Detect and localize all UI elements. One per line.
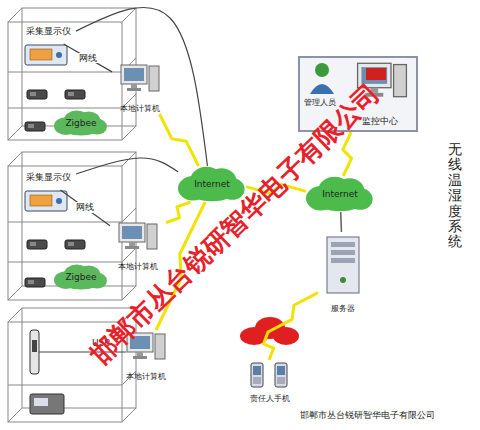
cable-link [76, 7, 207, 166]
watermark: 邯郸市丛台锐研智华电子有限公司 [84, 78, 386, 371]
cabinet-front [8, 22, 122, 140]
phone-group: 责任人手机 [236, 360, 304, 404]
person-body [310, 84, 334, 94]
node-label: 采集显示仪 [26, 172, 71, 183]
phone-icon [275, 363, 287, 387]
node-label: 采集显示仪 [26, 26, 71, 37]
cabinet-edge [8, 8, 136, 140]
node-label: Internet [194, 179, 230, 190]
computer-icon [121, 65, 159, 91]
usb-logger-base [30, 394, 64, 414]
zigbee-cloud: Zigbee [54, 264, 108, 290]
zigbee-cloud: Zigbee [54, 110, 108, 136]
collector-device [25, 45, 67, 65]
local-computer: 本地计算机 [110, 220, 166, 272]
cable-link [64, 44, 112, 72]
server-icon [327, 237, 359, 293]
internet-cloud: Internet [306, 176, 374, 212]
server: 服务器 [318, 232, 368, 314]
cable-link [76, 158, 178, 174]
sensor [65, 240, 85, 249]
local-computer: 本地计算机 [112, 62, 168, 114]
cabinet-shelf [8, 208, 136, 262]
collector-label: 采集显示仪 [20, 172, 76, 190]
usb-logger-screen [32, 340, 37, 352]
node-label: 本地计算机 [118, 262, 158, 272]
node-label: Internet [322, 189, 358, 200]
sensor [25, 122, 45, 131]
sensor [27, 90, 47, 99]
cloud-part [273, 327, 299, 345]
screen-alarm [366, 68, 386, 80]
internet-cloud: Internet [178, 166, 246, 202]
company-name: 邯郸市丛台锐研智华电子有限公司 [300, 410, 435, 421]
node-label: 服务器 [331, 304, 355, 314]
node-label: Zigbee [65, 272, 96, 283]
sensor [65, 90, 85, 99]
wireless-link [160, 114, 199, 166]
cabinet-top [8, 8, 136, 140]
usb-logger-screen [34, 398, 48, 406]
node-label: Zigbee [65, 118, 96, 129]
computer-icon [119, 223, 157, 249]
wireless-link [263, 293, 318, 360]
cabinet-edge [8, 152, 136, 300]
system-title: 无线温湿度系统 [448, 142, 462, 250]
cabinet-shelf [8, 371, 136, 385]
cabinet-front [8, 166, 122, 300]
phone-icon [251, 363, 263, 387]
cable-link [60, 190, 110, 226]
cable-link [340, 212, 342, 232]
collector-device [25, 191, 67, 211]
node-label: 责任人手机 [250, 394, 290, 404]
collector-label: 采集显示仪 [20, 26, 76, 44]
usb-logger [30, 330, 39, 374]
wireless-link [166, 202, 191, 223]
person-label: 管理人员 [304, 98, 336, 108]
cabinet-middle [8, 152, 136, 300]
person-head [315, 63, 329, 77]
edge-label: 网线 [75, 202, 95, 213]
sensor [25, 278, 45, 287]
node-label: 本地计算机 [126, 372, 166, 382]
node-label: 本地计算机 [120, 104, 160, 114]
edge-label: 网线 [78, 53, 98, 64]
sensor [27, 240, 47, 249]
